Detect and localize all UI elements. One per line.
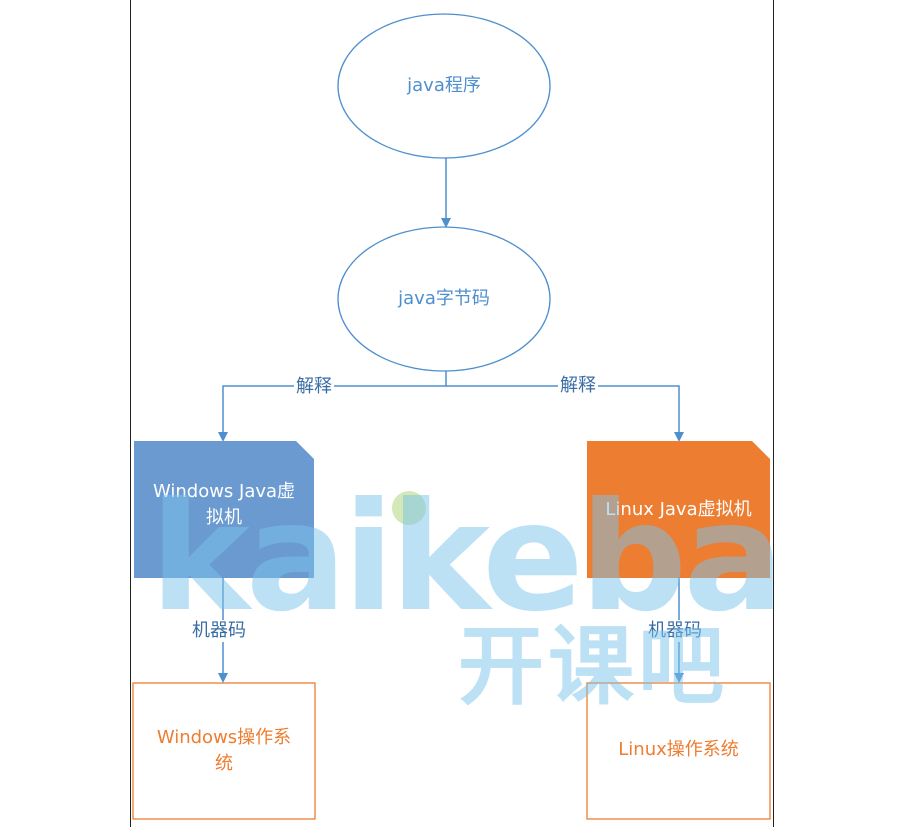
java-program-label: java程序 (407, 74, 481, 96)
windows-os-label-line1: Windows操作系 (156, 726, 292, 748)
arrow-bytecode-to-windows-jvm (218, 371, 447, 442)
page-margin-right (773, 0, 774, 827)
windows-os-box (132, 682, 316, 820)
windows-jvm-box (134, 441, 314, 578)
java-bytecode-label: java字节码 (398, 287, 490, 309)
edge-label-interpret-right: 解释 (558, 375, 598, 397)
windows-jvm-label-line1: Windows Java虚 (152, 480, 296, 502)
windows-jvm-label: Windows Java虚 拟机 (134, 470, 314, 540)
windows-os-label: Windows操作系 统 (133, 716, 315, 786)
edge-label-machine-code-right: 机器码 (646, 620, 704, 642)
linux-jvm-label: Linux Java虚拟机 (605, 498, 752, 520)
watermark-dot (392, 491, 426, 525)
arrow-bytecode-to-linux-jvm (446, 385, 684, 442)
windows-jvm-label-line2: 拟机 (206, 507, 242, 528)
edge-label-machine-code-left: 机器码 (190, 620, 248, 642)
linux-jvm-box (587, 441, 770, 578)
java-program-oval (337, 13, 551, 159)
linux-os-box (586, 682, 771, 820)
linux-os-label: Linux操作系统 (618, 738, 739, 760)
page-margin-left (130, 0, 131, 827)
edge-label-interpret-left: 解释 (294, 376, 334, 398)
windows-os-label-line2: 统 (215, 753, 233, 774)
